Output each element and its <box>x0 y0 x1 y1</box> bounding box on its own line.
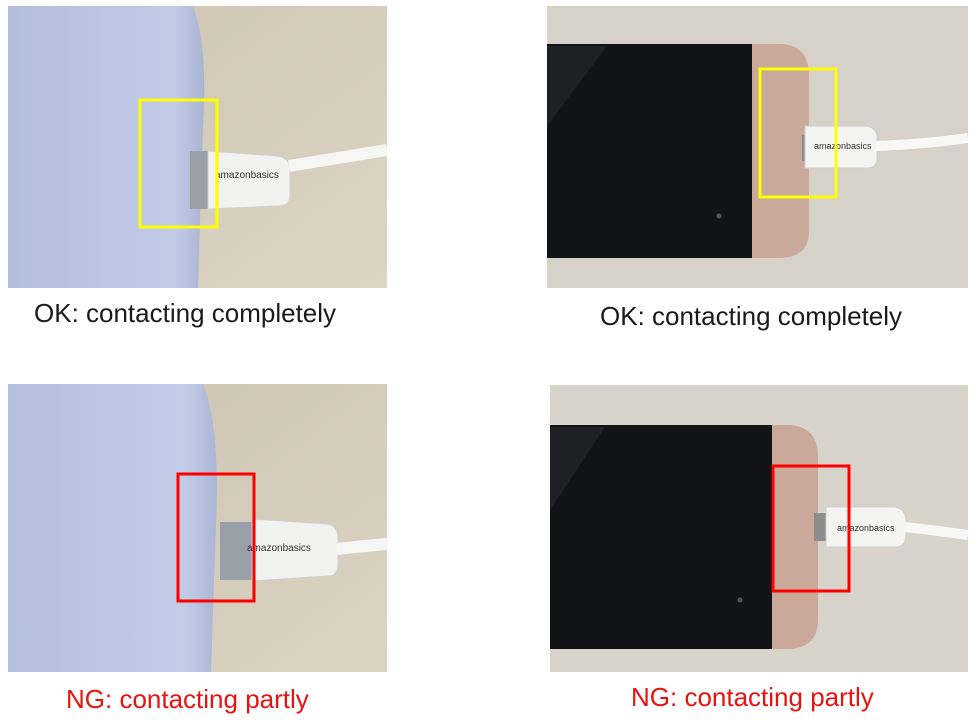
charger-block <box>8 6 205 288</box>
contact-highlight-box <box>176 472 256 603</box>
usb-plug <box>825 506 907 548</box>
plug-brand-label: amazonbasics <box>837 523 895 533</box>
contact-highlight-box <box>771 464 851 593</box>
usb-cable <box>904 522 968 540</box>
charger-block <box>8 384 217 672</box>
usb-plug <box>804 125 878 169</box>
photo-charger-ng: amazonbasics <box>8 384 387 672</box>
plug-brand-label: amazonbasics <box>814 141 872 151</box>
photo-phone-ok: amazonbasics <box>547 6 968 288</box>
phone-screen <box>550 425 772 649</box>
caption-charger-ok: OK: contacting completely <box>34 298 337 328</box>
usb-cable <box>336 538 387 555</box>
caption-charger-ng: NG: contacting partly <box>66 684 309 714</box>
usb-cable <box>875 133 968 151</box>
plug-brand-label: amazonbasics <box>247 543 311 554</box>
usb-plug <box>207 150 291 210</box>
plug-brand-label: amazonbasics <box>215 170 279 181</box>
usb-cable <box>288 144 387 172</box>
photo-phone-ng: amazonbasics <box>550 385 968 672</box>
caption-phone-ng: NG: contacting partly <box>631 682 874 712</box>
contact-highlight-box <box>758 67 838 199</box>
caption-phone-ok: OK: contacting completely <box>600 301 903 331</box>
contact-highlight-box <box>138 98 219 229</box>
usb-plug <box>251 518 339 582</box>
photo-charger-ok: amazonbasics <box>8 6 387 288</box>
